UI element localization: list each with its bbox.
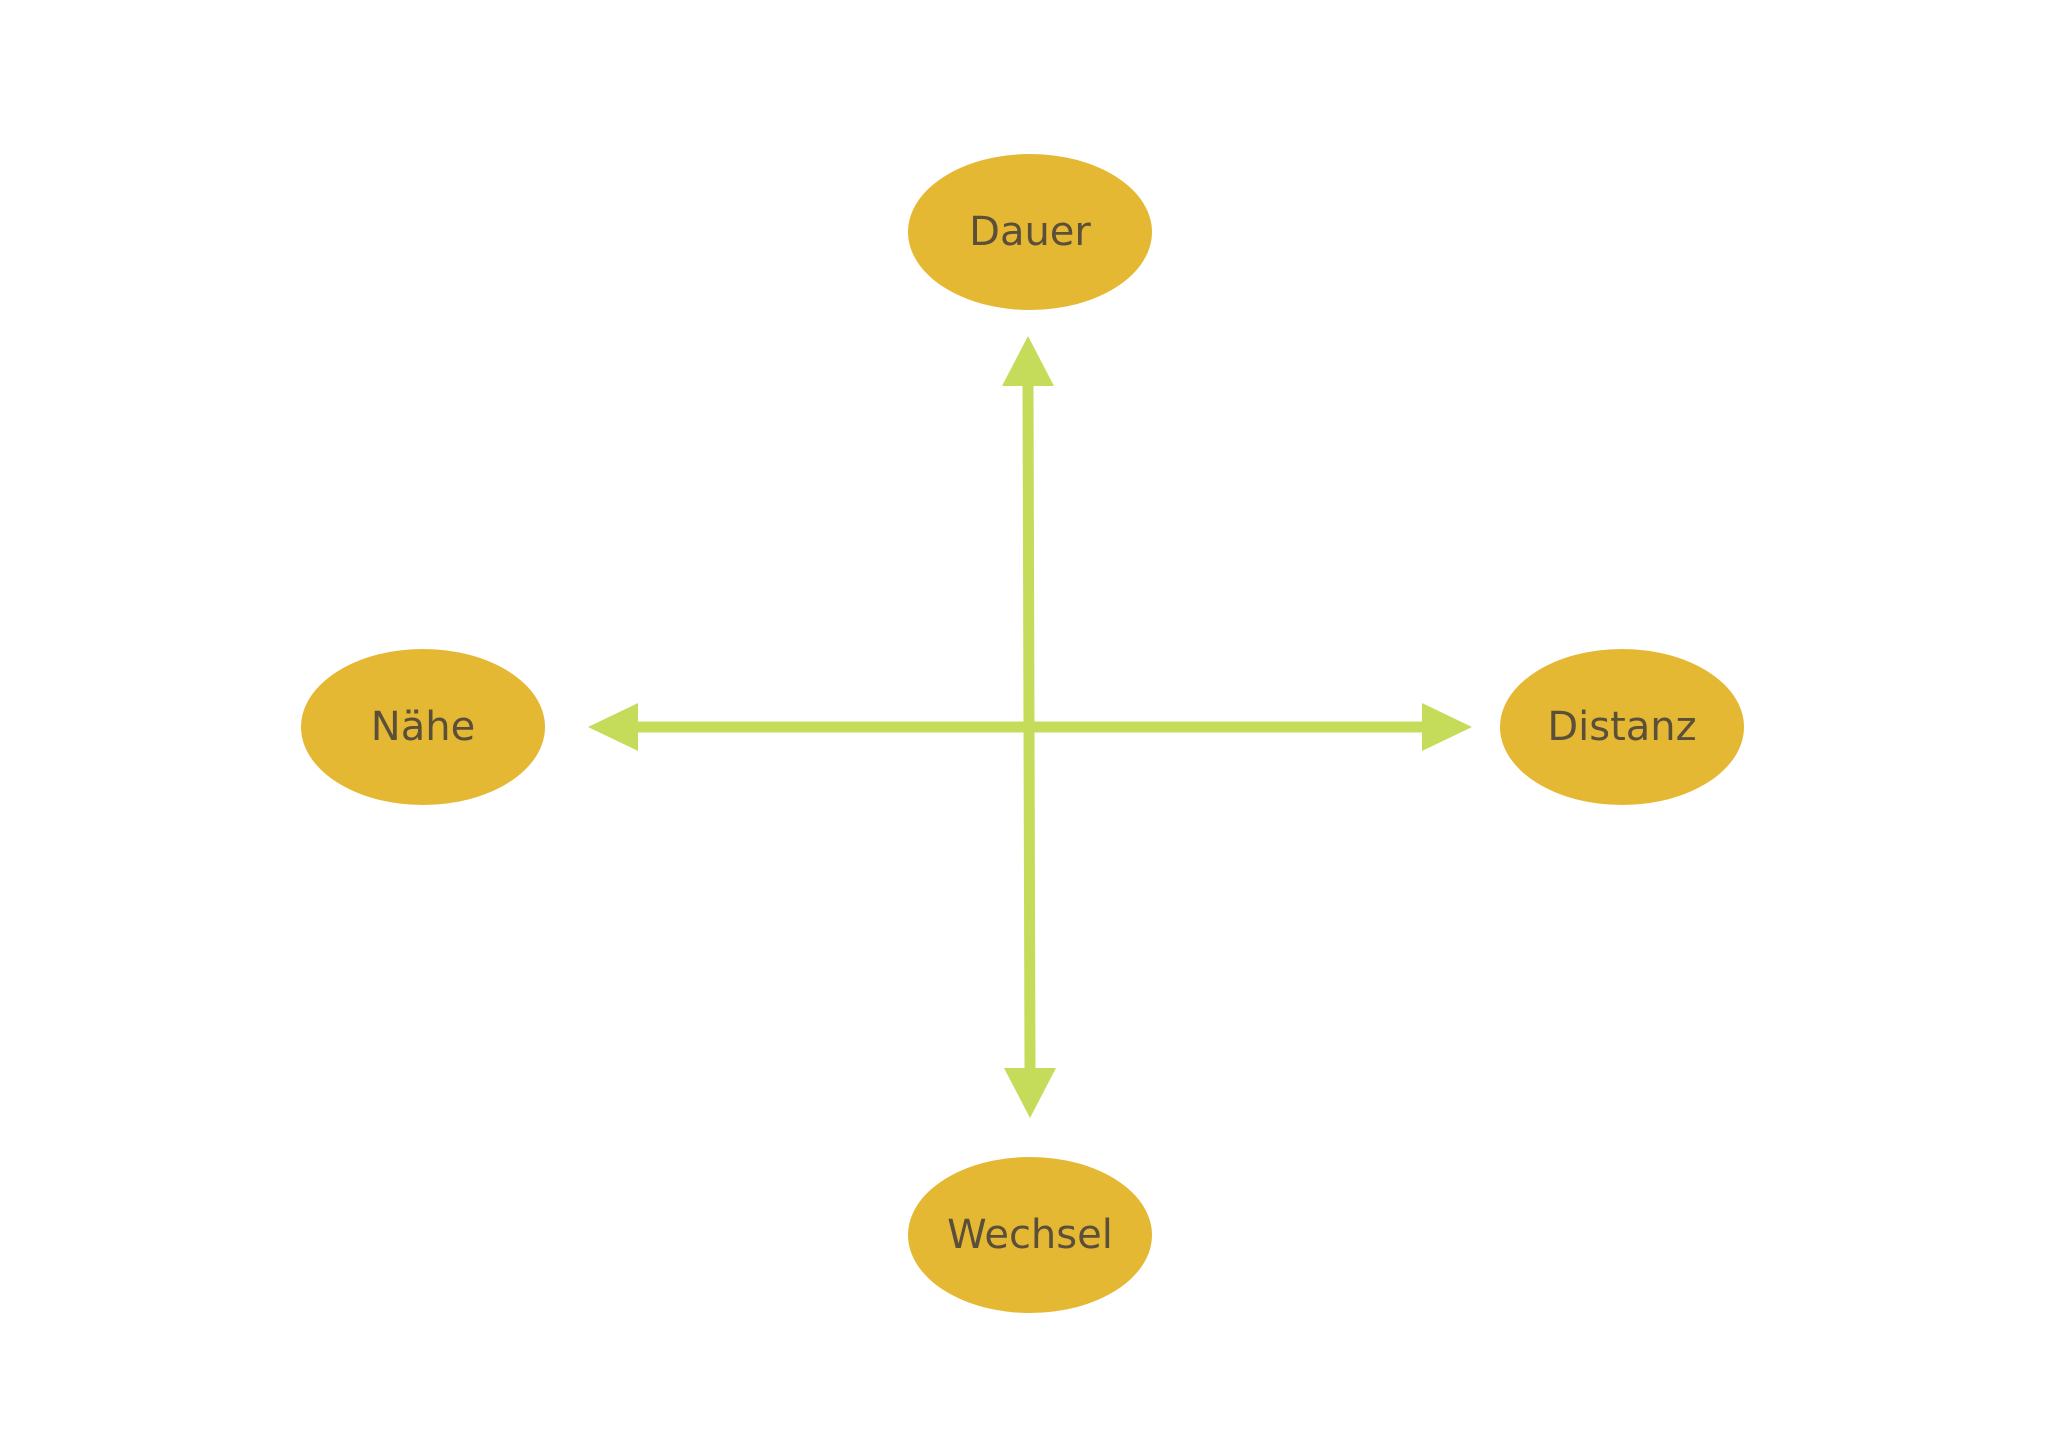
arrow-head-left xyxy=(588,703,638,751)
arrow-head-down xyxy=(1004,1068,1056,1118)
arrow-head-up xyxy=(1002,336,1054,386)
node-right: Distanz xyxy=(1500,649,1744,805)
node-right-ellipse xyxy=(1500,649,1744,805)
node-top-ellipse xyxy=(908,154,1152,310)
node-left-ellipse xyxy=(301,649,545,805)
vertical-axis-line xyxy=(1022,381,1036,1071)
node-left: Nähe xyxy=(301,649,545,805)
node-right-label: Distanz xyxy=(1547,704,1696,750)
node-top: Dauer xyxy=(908,154,1152,310)
node-bottom-label: Wechsel xyxy=(947,1212,1113,1258)
node-left-label: Nähe xyxy=(371,704,475,750)
node-bottom-ellipse xyxy=(908,1157,1152,1313)
node-bottom: Wechsel xyxy=(908,1157,1152,1313)
arrow-head-right xyxy=(1422,703,1472,751)
node-top-label: Dauer xyxy=(969,209,1091,255)
